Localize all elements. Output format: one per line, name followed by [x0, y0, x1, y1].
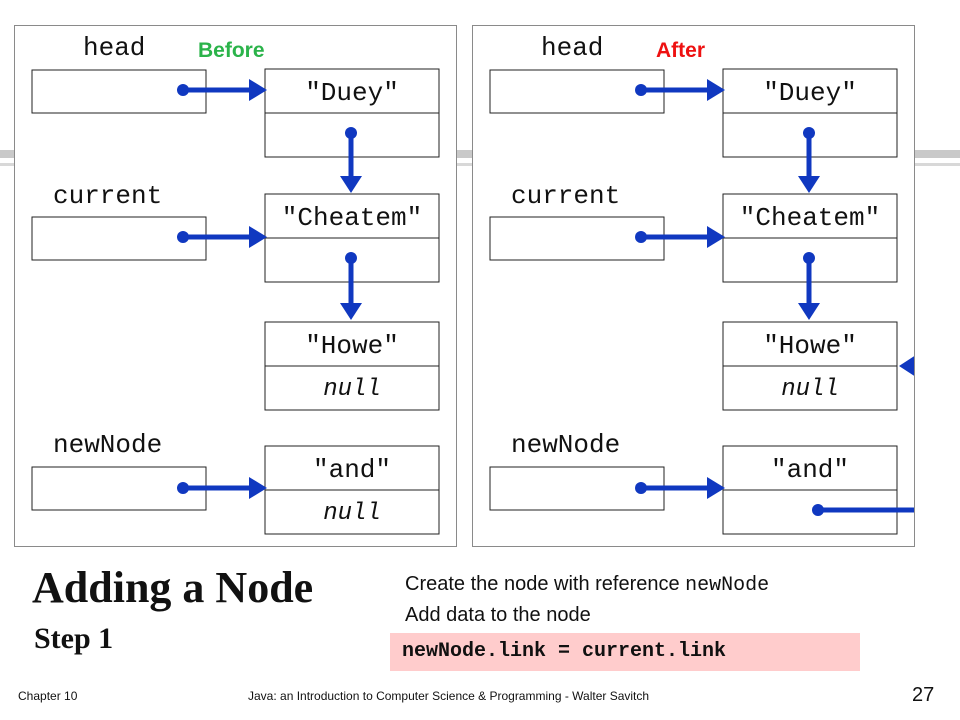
cheatem-link-arrow: [340, 252, 362, 320]
duey-link-arrow: [340, 127, 362, 193]
footer-book-title: Java: an Introduction to Computer Scienc…: [248, 689, 650, 703]
node-link-null: null: [781, 376, 839, 403]
step-create-node: Create the node with reference newNode: [405, 573, 769, 597]
before-diagram: head Before current newNode "Duey" "Chea…: [31, 33, 440, 535]
before-panel: head Before current newNode "Duey" "Chea…: [14, 25, 457, 547]
node-data-text: "and": [313, 455, 391, 485]
node-data-text: "Duey": [763, 78, 857, 108]
var-head-label: head: [541, 33, 603, 63]
page-number: 27: [912, 684, 935, 706]
head-variable-box: [489, 69, 665, 114]
step-create-node-text: Create the node with reference: [405, 573, 686, 595]
node-data-text: "Howe": [305, 331, 399, 361]
var-head-label: head: [83, 33, 145, 63]
var-newnode-label: newNode: [53, 430, 162, 460]
head-variable-box: [31, 69, 207, 114]
after-panel: head After current newNode "Duey" "Cheat…: [472, 25, 915, 547]
node-data-text: "and": [771, 455, 849, 485]
status-label: Before: [198, 39, 265, 62]
after-diagram: head After current newNode "Duey" "Cheat…: [489, 33, 914, 535]
step-create-node-code: newNode: [685, 574, 770, 597]
var-current-label: current: [53, 181, 162, 211]
node-data-text: "Cheatem": [740, 203, 880, 233]
node-and: "and": [722, 445, 898, 535]
node-and: "and" null: [264, 445, 440, 535]
newnode-pointer-arrow: [177, 477, 267, 499]
node-duey: "Duey": [722, 68, 898, 158]
footer-chapter: Chapter 10: [18, 689, 78, 703]
code-statement: newNode.link = current.link: [390, 633, 860, 671]
node-cheatem: "Cheatem": [264, 193, 440, 283]
current-pointer-arrow: [635, 226, 725, 248]
slide-title: Adding a Node: [32, 563, 314, 612]
node-howe: "Howe" null: [722, 321, 898, 411]
node-data-text: "Duey": [305, 78, 399, 108]
head-pointer-arrow: [177, 79, 267, 101]
node-data-text: "Howe": [763, 331, 857, 361]
cheatem-link-arrow: [798, 252, 820, 320]
node-howe: "Howe" null: [264, 321, 440, 411]
var-newnode-label: newNode: [511, 430, 620, 460]
head-pointer-arrow: [635, 79, 725, 101]
newnode-variable-box: [31, 466, 207, 511]
slide-subtitle: Step 1: [34, 622, 114, 655]
var-current-label: current: [511, 181, 620, 211]
node-link-null: null: [323, 500, 381, 527]
and-link-to-howe-arrow: [812, 356, 914, 516]
status-label: After: [656, 39, 705, 62]
duey-link-arrow: [798, 127, 820, 193]
newnode-pointer-arrow: [635, 477, 725, 499]
node-data-text: "Cheatem": [282, 203, 422, 233]
newnode-variable-box: [489, 466, 665, 511]
node-link-null: null: [323, 376, 381, 403]
current-pointer-arrow: [177, 226, 267, 248]
step-add-data: Add data to the node: [405, 604, 591, 626]
current-variable-box: [489, 216, 665, 261]
current-variable-box: [31, 216, 207, 261]
